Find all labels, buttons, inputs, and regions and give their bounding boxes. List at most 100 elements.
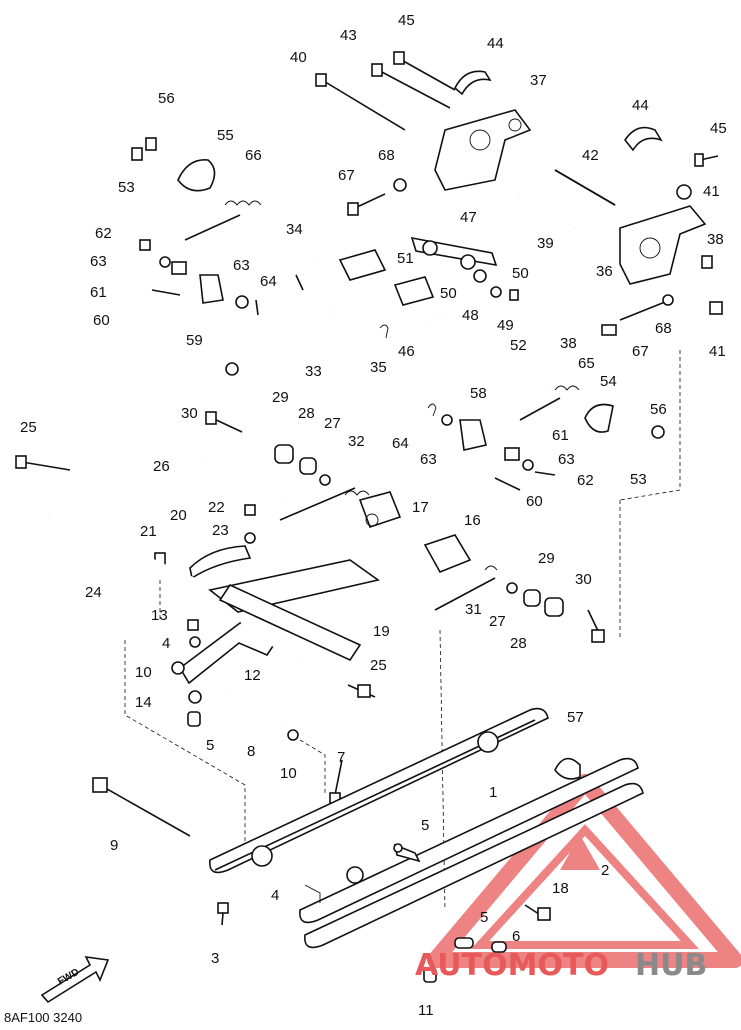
callout-13: 13 (151, 607, 168, 624)
callout-26: 26 (153, 458, 170, 475)
callout-62: 62 (577, 472, 594, 489)
callout-63: 63 (233, 257, 250, 274)
callout-64: 64 (392, 435, 409, 452)
callout-4: 4 (162, 635, 170, 652)
callout-16: 16 (464, 512, 481, 529)
callout-39: 39 (537, 235, 554, 252)
middle-assembly-parts (15, 350, 681, 911)
callout-63: 63 (558, 451, 575, 468)
callout-43: 43 (340, 27, 357, 44)
callout-7: 7 (337, 749, 345, 766)
callout-63: 63 (420, 451, 437, 468)
callout-63: 63 (90, 253, 107, 270)
forward-direction-arrow-icon: FWD (40, 956, 110, 1004)
callout-53: 53 (630, 471, 647, 488)
callout-56: 56 (158, 90, 175, 107)
callout-30: 30 (181, 405, 198, 422)
callout-61: 61 (90, 284, 107, 301)
callout-44: 44 (487, 35, 504, 52)
watermark-part1: AUTOMOTO (415, 948, 609, 983)
watermark-text: AUTOMOTO HUB (415, 948, 707, 983)
callout-41: 41 (709, 343, 726, 360)
callout-64: 64 (260, 273, 277, 290)
callout-40: 40 (290, 49, 307, 66)
callout-1: 1 (489, 784, 497, 801)
callout-44: 44 (632, 97, 649, 114)
callout-50: 50 (440, 285, 457, 302)
callout-22: 22 (208, 499, 225, 516)
callout-61: 61 (552, 427, 569, 444)
callout-57: 57 (567, 709, 584, 726)
lower-rail-parts: FWD (40, 707, 644, 1004)
callout-31: 31 (465, 601, 482, 618)
callout-38: 38 (560, 335, 577, 352)
callout-65: 65 (578, 355, 595, 372)
callout-6: 6 (512, 928, 520, 945)
callout-9: 9 (110, 837, 118, 854)
callout-23: 23 (212, 522, 229, 539)
callout-34: 34 (286, 221, 303, 238)
callout-11: 11 (418, 1002, 434, 1019)
callout-52: 52 (510, 337, 527, 354)
callout-45: 45 (398, 12, 415, 29)
callout-12: 12 (244, 667, 261, 684)
callout-41: 41 (703, 183, 720, 200)
callout-53: 53 (118, 179, 135, 196)
callout-10: 10 (135, 664, 152, 681)
callout-49: 49 (497, 317, 514, 334)
callout-20: 20 (170, 507, 187, 524)
callout-68: 68 (655, 320, 672, 337)
callout-47: 47 (460, 209, 477, 226)
callout-18: 18 (552, 880, 569, 897)
callout-58: 58 (470, 385, 487, 402)
callout-5: 5 (480, 909, 488, 926)
callout-27: 27 (489, 613, 506, 630)
callout-33: 33 (305, 363, 322, 380)
callout-19: 19 (373, 623, 390, 640)
callout-67: 67 (632, 343, 649, 360)
callout-4: 4 (271, 887, 279, 904)
callout-45: 45 (710, 120, 727, 137)
callout-60: 60 (526, 493, 543, 510)
callout-28: 28 (298, 405, 315, 422)
callout-30: 30 (575, 571, 592, 588)
callout-66: 66 (245, 147, 262, 164)
callout-32: 32 (348, 433, 365, 450)
callout-25: 25 (20, 419, 37, 436)
callout-21: 21 (140, 523, 157, 540)
callout-36: 36 (596, 263, 613, 280)
callout-17: 17 (412, 499, 429, 516)
callout-38: 38 (707, 231, 724, 248)
callout-37: 37 (530, 72, 547, 89)
watermark-part2: HUB (635, 948, 707, 983)
callout-67: 67 (338, 167, 355, 184)
callout-51: 51 (397, 250, 414, 267)
callout-46: 46 (398, 343, 415, 360)
callout-62: 62 (95, 225, 112, 242)
callout-35: 35 (370, 359, 387, 376)
callout-5: 5 (206, 737, 214, 754)
callout-14: 14 (135, 694, 152, 711)
upper-assembly-parts (131, 51, 723, 439)
watermark-logo-triangle (427, 774, 741, 968)
callout-54: 54 (600, 373, 617, 390)
callout-5: 5 (421, 817, 429, 834)
diagram-code: 8AF100 3240 (4, 1010, 82, 1025)
callout-10: 10 (280, 765, 297, 782)
callout-24: 24 (85, 584, 102, 601)
callout-27: 27 (324, 415, 341, 432)
callout-55: 55 (217, 127, 234, 144)
callout-28: 28 (510, 635, 527, 652)
callout-56: 56 (650, 401, 667, 418)
callout-25: 25 (370, 657, 387, 674)
callout-29: 29 (538, 550, 555, 567)
callout-68: 68 (378, 147, 395, 164)
callout-48: 48 (462, 307, 479, 324)
callout-29: 29 (272, 389, 289, 406)
callout-2: 2 (601, 862, 609, 879)
callout-50: 50 (512, 265, 529, 282)
callout-60: 60 (93, 312, 110, 329)
callout-59: 59 (186, 332, 203, 349)
